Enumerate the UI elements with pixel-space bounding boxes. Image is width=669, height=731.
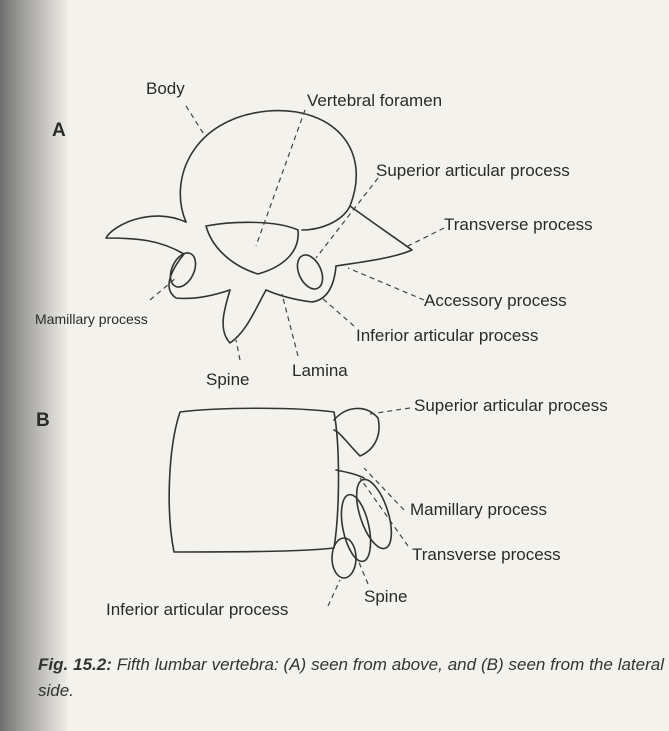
lateral-superior-articular-process <box>334 408 379 456</box>
lateral-inferior-articular-process <box>332 538 356 578</box>
vertebral-foramen-outline <box>206 222 298 274</box>
figure-caption: Fig. 15.2: Fifth lumbar vertebra: (A) se… <box>38 652 664 704</box>
label-b-inferior-articular-process: Inferior articular process <box>106 601 288 618</box>
label-superior-articular-process: Superior articular process <box>376 162 570 179</box>
panel-a-letter: A <box>52 121 66 140</box>
label-accessory-process: Accessory process <box>424 292 567 309</box>
right-neural-arch <box>266 266 336 302</box>
leader-lamina <box>282 294 298 356</box>
left-neural-arch <box>169 254 230 299</box>
leader-inferior-articular <box>322 298 354 326</box>
right-transverse-process <box>336 206 412 266</box>
leader-superior-articular <box>316 178 378 258</box>
leader-mamillary <box>150 278 176 300</box>
lateral-transverse-process <box>350 475 399 552</box>
leader-body <box>186 106 205 136</box>
leader-b-mamillary <box>364 468 404 510</box>
leader-b-superior-articular <box>370 408 410 414</box>
panel-b-letter: B <box>36 411 50 430</box>
vertebra-lateral-view <box>169 408 410 606</box>
label-mamillary-process: Mamillary process <box>35 312 148 326</box>
leader-spine <box>236 340 240 360</box>
figure-caption-text: Fifth lumbar vertebra: (A) seen from abo… <box>38 655 664 700</box>
figure-number: Fig. 15.2: <box>38 655 112 674</box>
leader-b-inferior-articular <box>328 580 340 606</box>
label-inferior-articular-process: Inferior articular process <box>356 327 538 344</box>
spinous-process-outline <box>223 290 266 343</box>
right-superior-articular-facet <box>292 251 327 293</box>
label-b-mamillary-process: Mamillary process <box>410 501 547 518</box>
label-body: Body <box>146 80 185 97</box>
lateral-pedicle <box>336 470 364 478</box>
label-b-spine: Spine <box>364 588 407 605</box>
label-vertebral-foramen: Vertebral foramen <box>307 92 442 109</box>
label-b-superior-articular-process: Superior articular process <box>414 397 608 414</box>
label-spine: Spine <box>206 371 249 388</box>
leader-transverse <box>404 228 444 248</box>
label-b-transverse-process: Transverse process <box>412 546 561 563</box>
label-lamina: Lamina <box>292 362 348 379</box>
leader-b-spine <box>358 560 368 584</box>
label-transverse-process: Transverse process <box>444 216 593 233</box>
vertebra-superior-view <box>106 106 444 360</box>
leader-accessory <box>348 268 424 300</box>
left-transverse-process <box>106 216 186 254</box>
lateral-body-outline <box>169 408 338 552</box>
